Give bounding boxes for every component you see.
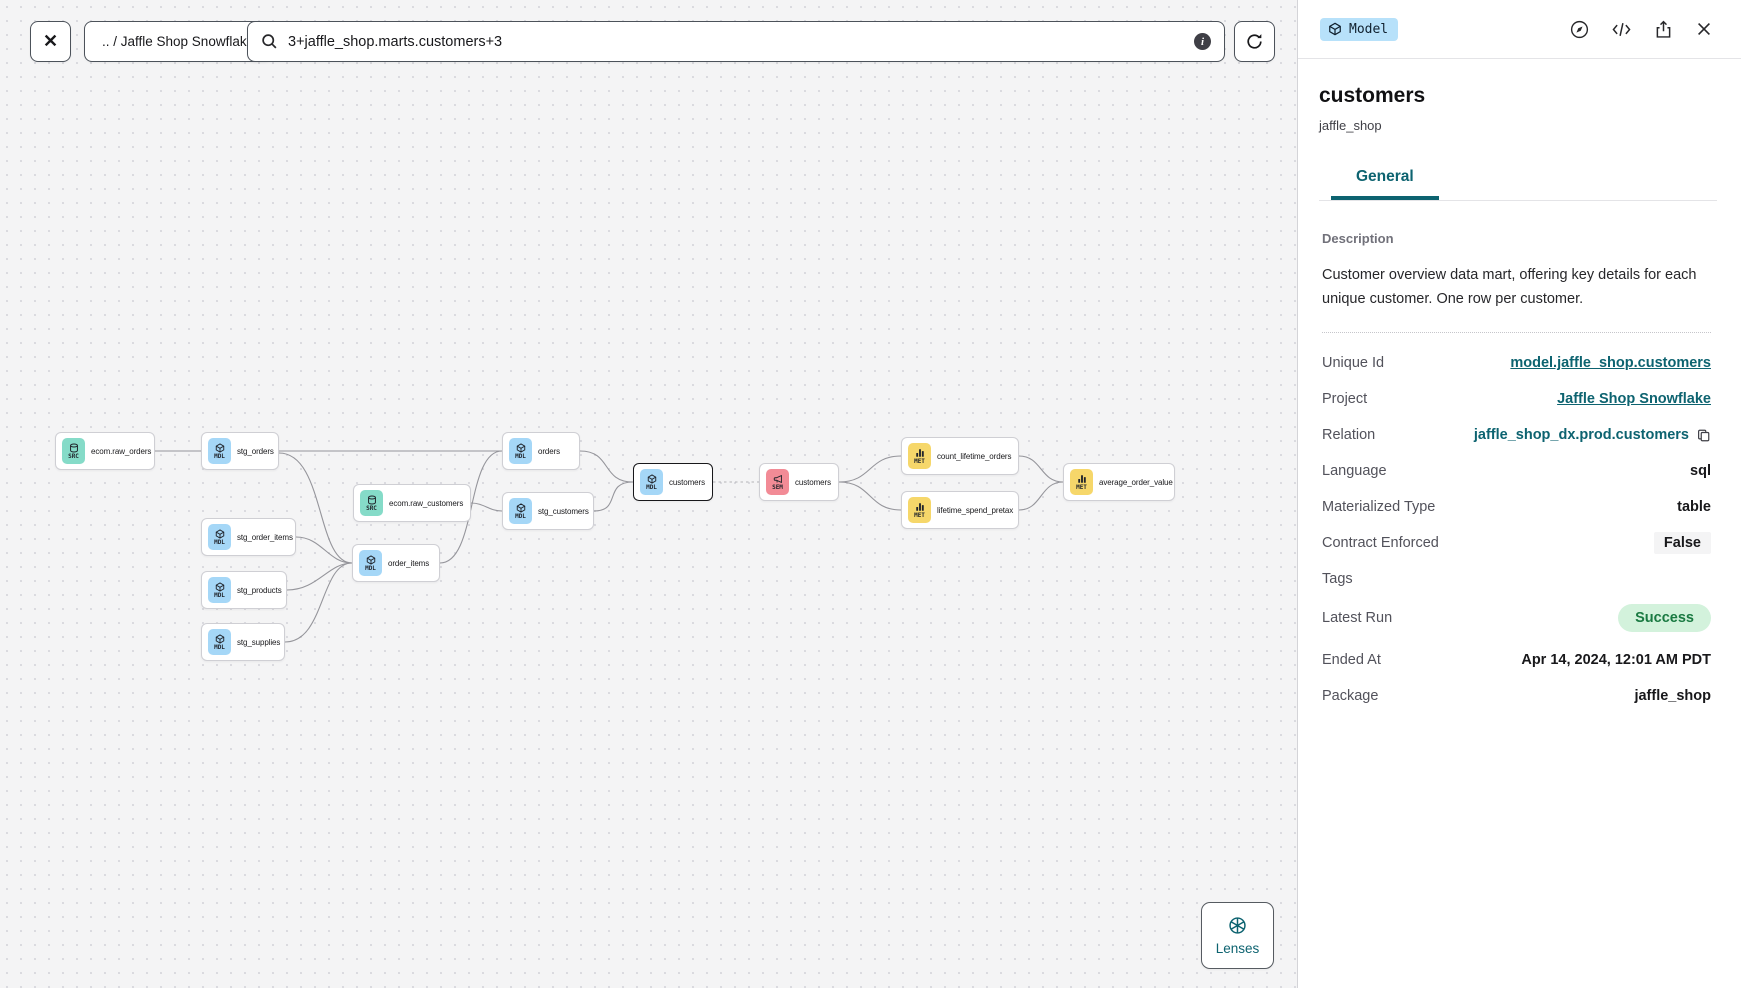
page-title: customers [1319,84,1426,107]
lineage-edges [155,450,1064,643]
row-project: Project Jaffle Shop Snowflake [1322,391,1711,407]
contract-badge: False [1653,532,1711,554]
node-ecom-raw-customers[interactable]: SRC ecom.raw_customers [353,484,471,522]
model-icon: MDL [509,498,532,524]
node-orders[interactable]: MDL orders [502,432,580,470]
node-customers-semantic[interactable]: SEM customers [759,463,839,501]
row-relation: Relation jaffle_shop_dx.prod.customers [1322,424,1711,446]
copy-icon[interactable] [1696,428,1711,443]
panel-tabs: General [1319,159,1717,201]
model-icon: MDL [208,629,231,655]
resource-type-badge: Model [1320,17,1399,41]
row-ended-at: Ended At Apr 14, 2024, 12:01 AM PDT [1322,652,1711,668]
model-icon: MDL [208,524,231,550]
selector-input[interactable] [288,33,1184,50]
row-language: Language sql [1322,463,1711,479]
selector-info-icon[interactable]: i [1194,33,1211,50]
model-icon: MDL [509,438,532,464]
search-icon [261,33,278,50]
description-text: Customer overview data mart, offering ke… [1322,267,1697,307]
refresh-lineage-button[interactable] [1234,21,1275,62]
lineage-canvas[interactable]: ✕ .. / Jaffle Shop Snowflake i SRC ecom.… [0,0,1297,988]
semantic-model-icon: SEM [766,469,789,495]
node-stg-supplies[interactable]: MDL stg_supplies [201,623,285,661]
cube-icon [1328,22,1342,36]
node-order-items[interactable]: MDL order_items [352,544,440,582]
row-tags: Tags [1322,571,1353,587]
model-icon: MDL [208,438,231,464]
row-contract-enforced: Contract Enforced False [1322,532,1711,554]
description-heading: Description [1322,231,1394,246]
node-customers-model-selected[interactable]: MDL customers [633,463,713,501]
node-stg-order-items[interactable]: MDL stg_order_items [201,518,296,556]
close-panel-icon[interactable] [1695,20,1713,38]
close-icon: ✕ [42,31,59,51]
lenses-button[interactable]: Lenses [1201,902,1274,969]
unique-id-link[interactable]: model.jaffle_shop.customers [1510,355,1711,371]
explore-compass-icon[interactable] [1569,19,1590,40]
package-subtitle: jaffle_shop [1319,118,1382,133]
node-stg-orders[interactable]: MDL stg_orders [201,432,279,470]
status-badge: Success [1618,604,1711,632]
node-average-order-value[interactable]: MET average_order_value [1063,463,1175,501]
metric-icon: MET [908,443,931,469]
source-icon: SRC [360,490,383,516]
resource-details-panel: Model customers jaffle_shop [1297,0,1741,988]
metric-icon: MET [908,497,931,523]
refresh-icon [1245,32,1264,51]
project-link[interactable]: Jaffle Shop Snowflake [1557,391,1711,407]
panel-header: Model [1298,0,1741,59]
row-unique-id: Unique Id model.jaffle_shop.customers [1322,355,1711,371]
row-materialized-type: Materialized Type table [1322,499,1711,515]
lineage-search-bar: i [247,21,1225,62]
lens-aperture-icon [1227,915,1248,936]
share-icon[interactable] [1653,19,1674,40]
source-icon: SRC [62,438,85,464]
divider [1322,332,1711,333]
node-stg-customers[interactable]: MDL stg_customers [502,492,594,530]
node-count-lifetime-orders[interactable]: MET count_lifetime_orders [901,437,1019,475]
row-package: Package jaffle_shop [1322,688,1711,704]
model-icon: MDL [359,550,382,576]
tab-general[interactable]: General [1331,159,1439,200]
node-stg-products[interactable]: MDL stg_products [201,571,287,609]
relation-value: jaffle_shop_dx.prod.customers [1473,427,1689,443]
row-latest-run: Latest Run Success [1322,604,1711,632]
model-icon: MDL [640,469,663,495]
node-lifetime-spend-pretax[interactable]: MET lifetime_spend_pretax [901,491,1019,529]
breadcrumb[interactable]: .. / Jaffle Shop Snowflake [84,21,273,62]
close-lineage-button[interactable]: ✕ [30,21,71,62]
model-icon: MDL [208,577,231,603]
node-ecom-raw-orders[interactable]: SRC ecom.raw_orders [55,432,155,470]
code-icon[interactable] [1611,19,1632,40]
metric-icon: MET [1070,469,1093,495]
